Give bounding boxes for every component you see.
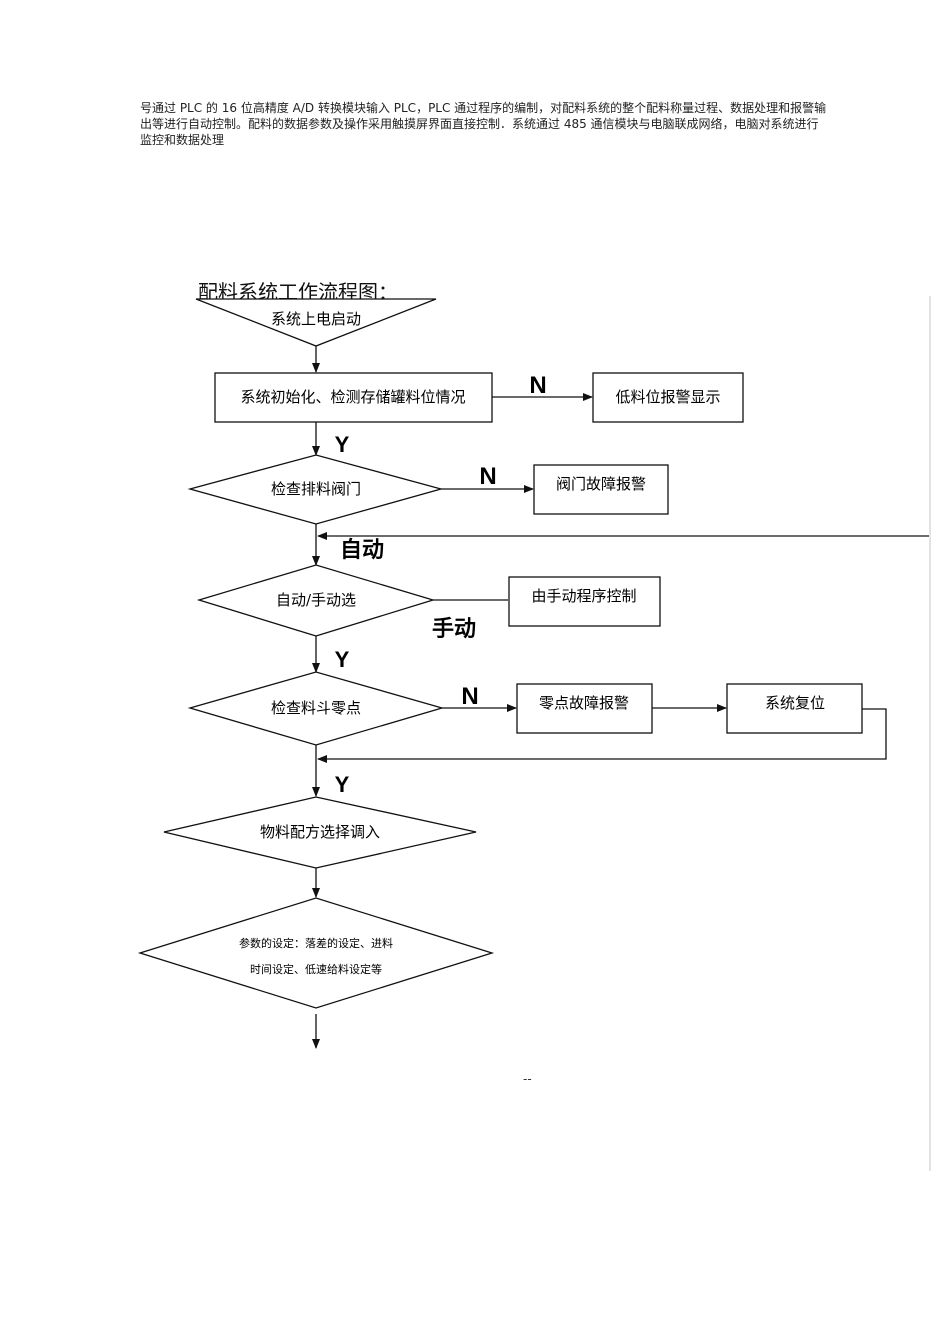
start-label: 系统上电启动 (271, 310, 361, 328)
manual-program-node: 由手动程序控制 (508, 576, 661, 627)
page-marker: -- (523, 1072, 532, 1086)
low-alarm-node: 低料位报警显示 (592, 372, 744, 423)
valve-alarm-node: 阀门故障报警 (533, 464, 669, 515)
check-valve-node: 检查排料阀门 (187, 454, 444, 525)
params-label-line1: 参数的设定：落差的设定、进料 (239, 936, 393, 950)
label-auto: 自动 (340, 537, 384, 563)
params-label-line2: 时间设定、低速给料设定等 (250, 962, 382, 976)
manual-program-label: 由手动程序控制 (531, 587, 636, 605)
reset-label: 系统复位 (765, 694, 825, 712)
check-zero-label: 检查料斗零点 (271, 699, 361, 717)
label-y3: Y (335, 772, 350, 797)
reset-return-line (317, 708, 887, 763)
auto-manual-node: 自动/手动选 (196, 564, 436, 637)
reset-node: 系统复位 (726, 683, 863, 734)
label-n3: N (461, 683, 478, 710)
init-node: 系统初始化、检测存储罐料位情况 (214, 372, 493, 423)
label-y2: Y (335, 647, 350, 672)
valve-alarm-label: 阀门故障报警 (556, 475, 646, 493)
intro-paragraph: 号通过 PLC 的 16 位高精度 A/D 转换模块输入 PLC，PLC 通过程… (140, 100, 830, 148)
auto-manual-label: 自动/手动选 (276, 591, 356, 609)
label-n2: N (479, 463, 496, 490)
low-alarm-label: 低料位报警显示 (615, 388, 720, 406)
recipe-label: 物料配方选择调入 (260, 823, 380, 841)
label-manual: 手动 (432, 617, 476, 642)
label-n1: N (529, 372, 546, 399)
start-node: 系统上电启动 (195, 298, 437, 347)
zero-alarm-label: 零点故障报警 (539, 694, 629, 712)
page-edge-line (929, 296, 931, 1171)
init-label: 系统初始化、检测存储罐料位情况 (240, 388, 465, 406)
check-valve-label: 检查排料阀门 (271, 480, 361, 498)
zero-alarm-node: 零点故障报警 (516, 683, 653, 734)
intro-text: 号通过 PLC 的 16 位高精度 A/D 转换模块输入 PLC，PLC 通过程… (140, 101, 827, 147)
params-node: 参数的设定：落差的设定、进料 时间设定、低速给料设定等 (137, 897, 495, 1009)
check-zero-node: 检查料斗零点 (187, 671, 445, 746)
label-y1: Y (335, 432, 350, 457)
recipe-node: 物料配方选择调入 (163, 796, 477, 869)
